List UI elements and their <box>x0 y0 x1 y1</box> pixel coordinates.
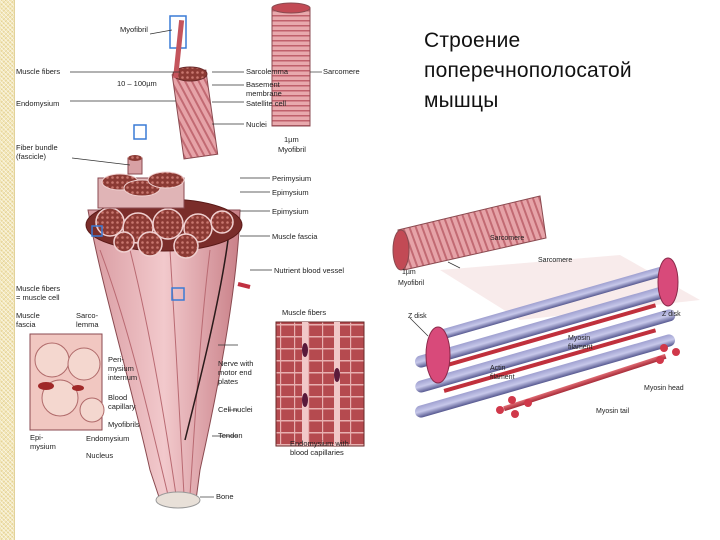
label-basement-2: membrane <box>246 89 282 98</box>
label-endo-cap-2: blood capillaries <box>290 448 344 457</box>
label-epimysium-2: Epimysium <box>272 207 309 216</box>
title-line-3: мышцы <box>424 89 499 112</box>
label-muscle-fibers-cell-1: Muscle fibers <box>16 284 60 293</box>
label-myosin-filament-1: Myosin <box>568 335 590 342</box>
label-nerve-2: motor end <box>218 368 252 377</box>
label-one-um-2: 1µm <box>402 269 416 276</box>
label-blood-capillary-1: Blood <box>108 393 127 402</box>
nerve-line <box>184 239 229 441</box>
label-actin-filament-1: Actin <box>490 365 506 372</box>
label-peri-internum-3: internum <box>108 373 137 382</box>
myofibril-labels: Sarcomere 1µm Myofibril Sarcomere Z disk… <box>398 235 684 415</box>
label-perimysium: Perimysium <box>272 174 311 183</box>
label-endo-cap-1: Endomysium with <box>290 439 349 448</box>
bone-shape <box>155 491 201 509</box>
label-actin-filament-2: filament <box>490 374 515 381</box>
label-sarcolemma-inset-2: lemma <box>76 320 99 329</box>
label-nerve-3: plates <box>218 377 238 386</box>
label-epimysium-1: Epimysium <box>272 188 309 197</box>
slide-title: Строение поперечнополосатой мышцы <box>424 26 714 116</box>
label-peri-internum-1: Peri- <box>108 355 124 364</box>
label-sarcomere-big: Sarcomere <box>538 257 572 264</box>
label-nerve-1: Nerve with <box>218 359 253 368</box>
title-line-1: Строение <box>424 29 521 52</box>
label-satellite-cell: Satellite cell <box>246 99 286 108</box>
label-z-disk-right: Z disk <box>662 311 681 318</box>
label-endomysium: Endomysium <box>16 99 59 108</box>
label-basement-1: Basement <box>246 80 281 89</box>
label-muscle-fibers-box: Muscle fibers <box>282 308 326 317</box>
label-muscle-fascia-right: Muscle fascia <box>272 232 318 241</box>
label-myosin-head: Myosin head <box>644 385 684 392</box>
label-nucleus: Nucleus <box>86 451 113 460</box>
label-sarcomere-mid: Sarcomere <box>490 235 524 242</box>
label-peri-internum-2: mysium <box>108 364 134 373</box>
label-myofibrils: Myofibrils <box>108 420 140 429</box>
label-cell-nuclei: Cell nuclei <box>218 405 253 414</box>
label-myofibril-top: Myofibril <box>120 25 148 34</box>
title-line-2: поперечнополосатой <box>424 59 632 82</box>
label-nuclei: Nuclei <box>246 120 267 129</box>
label-size-range: 10 – 100µm <box>117 79 157 88</box>
label-one-um: 1µm <box>284 135 299 144</box>
leader-lines <box>70 29 461 498</box>
label-muscle-fascia-left-2: fascia <box>16 320 36 329</box>
label-myosin-tail: Myosin tail <box>596 408 630 415</box>
label-z-disk-left: Z disk <box>408 313 427 320</box>
label-sarcomere-top: Sarcomere <box>323 67 360 76</box>
label-epimysium-inset-2: mysium <box>30 442 56 451</box>
label-muscle-fibers-cell-2: = muscle cell <box>16 293 60 302</box>
label-endomysium-inset: Endomysium <box>86 434 129 443</box>
label-myofibril-mid: Myofibril <box>398 280 425 287</box>
muscle-cone <box>85 124 251 509</box>
label-epimysium-inset-1: Epi- <box>30 433 44 442</box>
inset-cross-section <box>29 333 105 431</box>
label-nutrient-vessel: Nutrient blood vessel <box>274 266 344 275</box>
label-myofibril-right: Myofibril <box>278 145 306 154</box>
label-bone: Bone <box>216 492 234 501</box>
label-muscle-fibers: Muscle fibers <box>16 67 60 76</box>
label-fiber-bundle-2: (fascicle) <box>16 152 47 161</box>
label-myosin-filament-2: filament <box>568 344 593 351</box>
label-muscle-fascia-left-1: Muscle <box>16 311 40 320</box>
diagram-labels: Myofibril Muscle fibers 10 – 100µm Endom… <box>16 25 360 501</box>
label-blood-capillary-2: capillary <box>108 402 136 411</box>
label-tendon: Tendon <box>218 431 243 440</box>
myofibril-rod <box>271 2 311 127</box>
muscle-fibers-box <box>275 321 365 447</box>
label-fiber-bundle-1: Fiber bundle <box>16 143 58 152</box>
muscle-fiber-cylinder <box>169 15 219 160</box>
myofibril-detail <box>392 195 700 418</box>
decorative-left-stripe <box>0 0 15 540</box>
label-sarcolemma: Sarcolemma <box>246 67 289 76</box>
label-sarcolemma-inset-1: Sarco- <box>76 311 99 320</box>
